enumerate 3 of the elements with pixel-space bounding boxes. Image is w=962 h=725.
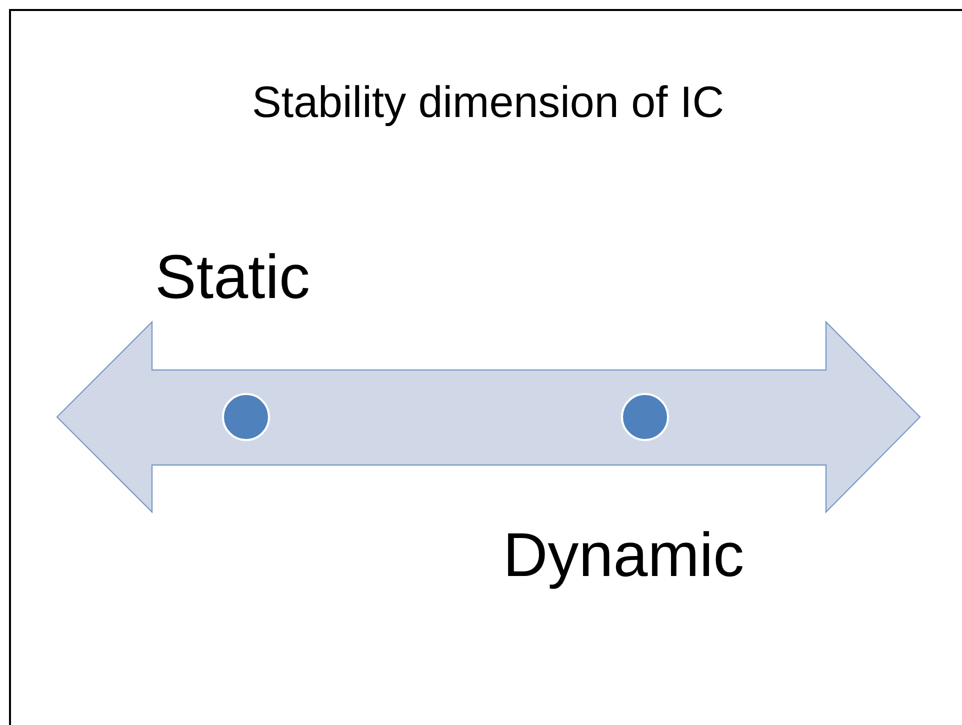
pole-label: Static	[155, 242, 310, 314]
pole-label: Dynamic	[503, 520, 744, 592]
diagram-title: Stability dimension of IC	[251, 77, 725, 129]
